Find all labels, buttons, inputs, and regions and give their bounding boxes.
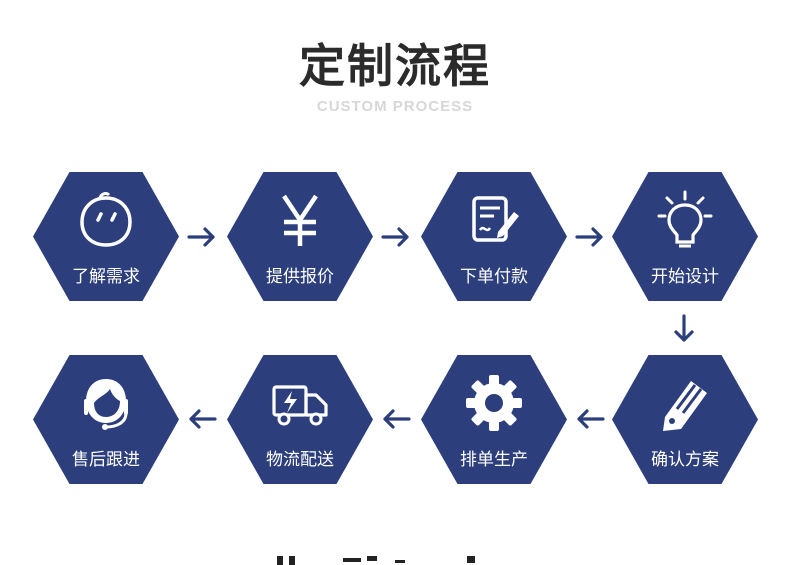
step-label: 物流配送: [266, 450, 334, 470]
step-place-order: 下单付款: [421, 172, 567, 301]
step-logistics-delivery: 物流配送: [227, 355, 373, 484]
step-label: 提供报价: [266, 267, 334, 287]
arrow-right-icon: [381, 227, 409, 247]
step-understand-needs: 了解需求: [33, 172, 179, 301]
arrow-left-icon: [577, 409, 605, 429]
step-provide-quote: 提供报价: [227, 172, 373, 301]
cropped-heading-fragment: [277, 556, 475, 565]
delivery-truck-icon: [272, 385, 328, 426]
step-confirm-plan: 确认方案: [612, 355, 758, 484]
arrow-right-icon: [575, 227, 603, 247]
arrow-right-icon: [187, 227, 215, 247]
lightbulb-icon: [657, 190, 713, 248]
step-label: 了解需求: [72, 267, 140, 287]
arrow-left-icon: [383, 409, 411, 429]
arrow-down-icon: [674, 314, 694, 342]
document-pen-icon: [472, 196, 519, 242]
step-label: 确认方案: [651, 450, 719, 470]
step-label: 售后跟进: [72, 450, 140, 470]
step-after-sales: 售后跟进: [33, 355, 179, 484]
chat-bubble-face-icon: [80, 192, 132, 247]
step-label: 开始设计: [651, 267, 719, 287]
step-start-design: 开始设计: [612, 172, 758, 301]
customer-service-headset-icon: [84, 379, 128, 430]
page-subtitle: CUSTOM PROCESS: [316, 98, 474, 115]
step-production-scheduling: 排单生产: [421, 355, 567, 484]
tag-pen-icon: [663, 381, 707, 431]
step-label: 排单生产: [460, 450, 528, 470]
page-title: 定制流程: [299, 39, 491, 93]
yen-icon: [282, 194, 318, 246]
step-label: 下单付款: [460, 267, 528, 287]
gear-icon: [466, 375, 522, 431]
arrow-left-icon: [189, 409, 217, 429]
